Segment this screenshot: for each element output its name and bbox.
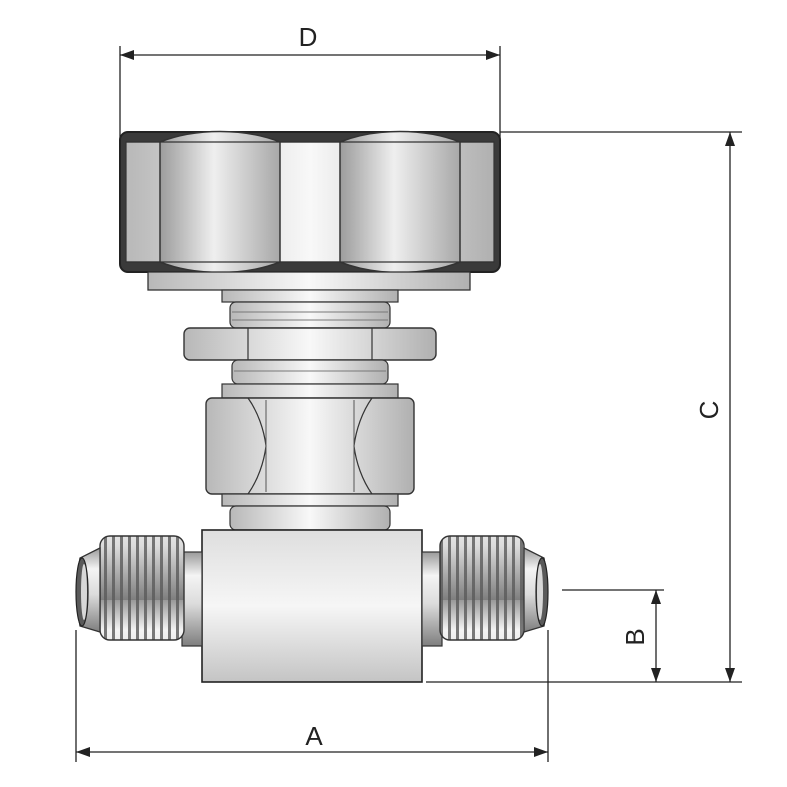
bonnet-nut [205,397,415,495]
body-block [201,529,423,683]
dimension-c-label: C [694,401,724,420]
handle-face-right [339,130,461,274]
dimension-b-label: B [620,628,650,645]
dimension-d-label: D [299,22,318,52]
dimension-lines [75,46,742,762]
valve-body [201,529,423,683]
panel-nut [183,327,437,361]
handle-face-left [159,130,281,274]
handle [119,130,501,291]
left-flare-fitting [75,535,203,647]
dimension-arrows [76,50,735,757]
handle-skirt [147,271,471,291]
left-threads [99,535,185,641]
dimension-a-label: A [305,721,323,751]
right-threads [439,535,525,641]
right-flare-fitting [421,535,549,647]
stem-assembly [183,289,437,531]
